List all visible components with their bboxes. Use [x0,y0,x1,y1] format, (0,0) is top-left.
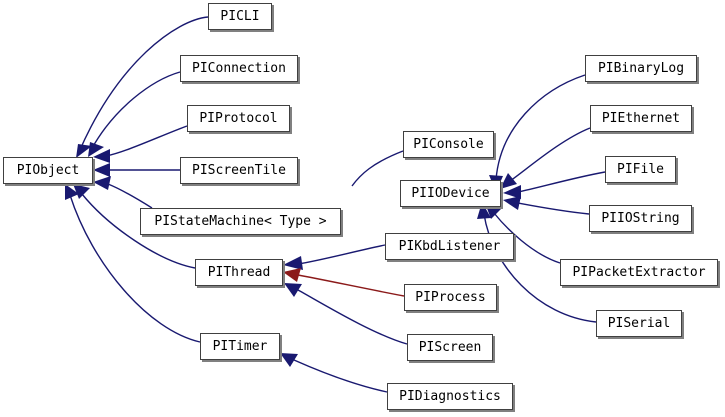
class-label-piprotocol: PIProtocol [199,111,278,126]
arrowhead-piethernet-piiodevice [500,173,517,189]
class-label-piethernet: PIEthernet [601,111,681,126]
arrowhead-pidiagnostics-pitimer [280,353,298,367]
class-label-pifile: PIFile [617,162,664,177]
edge-picli-piobject [78,16,209,153]
arrowhead-pikbdlistener-pithread [283,256,303,270]
arrowhead-piiostring-piiodevice [503,196,521,210]
arrowhead-piscreentile-piobject [93,163,110,177]
class-label-piscreen: PIScreen [418,340,482,355]
class-node-pithread[interactable]: PIThread [195,259,283,286]
edge-piscreen-pithread [297,289,408,345]
class-label-piprocess: PIProcess [415,290,486,305]
edge-pifile-piiodevice [517,171,606,193]
class-node-picli[interactable]: PICLI [208,3,272,30]
class-node-pifile[interactable]: PIFile [605,156,676,183]
class-label-picli: PICLI [220,9,260,24]
edge-pidiagnostics-pitimer [293,359,388,393]
class-node-piprocess[interactable]: PIProcess [404,284,497,311]
class-label-piserial: PISerial [607,316,671,331]
arrowhead-picli-piobject [76,144,92,158]
class-node-pikbdlistener[interactable]: PIKbdListener [385,233,514,260]
arrowhead-piprotocol-piobject [93,149,110,163]
edge-pithread-piobject [81,193,196,269]
class-node-piethernet[interactable]: PIEthernet [590,105,692,132]
class-node-piiodevice[interactable]: PIIODevice [400,180,501,207]
class-label-pidiagnostics: PIDiagnostics [399,389,501,404]
class-node-piiostring[interactable]: PIIOString [589,205,692,232]
class-node-piprotocol[interactable]: PIProtocol [187,105,290,132]
class-node-piobject[interactable]: PIObject [3,157,93,184]
class-label-piconsole: PIConsole [413,137,484,152]
class-node-pitimer[interactable]: PITimer [200,333,280,360]
edge-piprocess-pithread [297,274,405,297]
class-node-piconnection[interactable]: PIConnection [180,55,298,82]
arrowhead-piscreen-pithread [284,283,302,297]
class-node-pidiagnostics[interactable]: PIDiagnostics [387,383,513,410]
edge-piconsole-piiodevice [351,150,404,187]
class-label-pistatemachine: PIStateMachine< Type > [154,214,327,229]
edge-group-pitimer [280,353,388,393]
arrowhead-pithread-piobject [73,184,90,199]
arrowhead-piprocess-pithread [283,268,301,282]
class-node-pipacketextractor[interactable]: PIPacketExtractor [560,259,718,286]
arrowhead-pitimer-piobject [65,184,79,200]
class-label-piiodevice: PIIODevice [411,186,490,201]
class-label-piconnection: PIConnection [192,61,286,76]
class-label-piscreentile: PIScreenTile [192,163,286,178]
edge-pikbdlistener-pithread [297,244,386,265]
class-label-pitimer: PITimer [212,339,268,354]
edge-group-piiodevice [351,74,606,323]
edge-group-piobject [65,16,209,343]
class-node-piscreentile[interactable]: PIScreenTile [180,157,298,184]
class-label-piiostring: PIIOString [601,211,680,226]
arrowhead-pifile-piiodevice [503,185,521,199]
class-node-piconsole[interactable]: PIConsole [403,131,494,158]
edge-piprotocol-piobject [105,125,188,157]
class-node-piscreen[interactable]: PIScreen [407,334,493,361]
class-label-piobject: PIObject [16,163,80,178]
class-node-piserial[interactable]: PISerial [596,310,682,337]
edge-pibinarylog-piiodevice [495,74,586,181]
class-label-pibinarylog: PIBinaryLog [597,61,685,76]
arrowhead-piconnection-piobject [88,142,104,157]
edge-piserial-piiodevice [483,213,597,323]
class-node-pibinarylog[interactable]: PIBinaryLog [585,55,697,82]
edge-piiostring-piiodevice [517,202,590,215]
edge-piconnection-piobject [90,71,181,151]
class-node-pistatemachine[interactable]: PIStateMachine< Type > [140,208,341,235]
edge-pitimer-piobject [69,194,201,343]
arrowhead-pipacketextractor-piiodevice [485,203,502,219]
edge-pipacketextractor-piiodevice [493,212,561,264]
arrowhead-piserial-piiodevice [477,202,491,219]
arrowhead-pistatemachine-piobject [93,176,111,190]
class-label-pikbdlistener: PIKbdListener [398,239,501,254]
class-label-pipacketextractor: PIPacketExtractor [572,265,706,280]
edge-piethernet-piiodevice [509,127,591,182]
edge-group-pithread [283,244,408,345]
edge-pistatemachine-piobject [107,183,153,209]
class-label-pithread: PIThread [207,265,271,280]
